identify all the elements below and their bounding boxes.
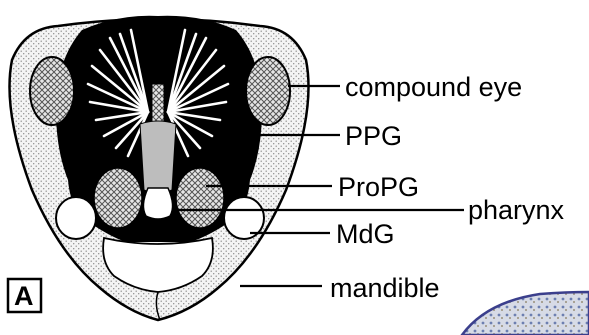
label-pharynx: pharynx: [468, 195, 565, 225]
label-mdg: MdG: [336, 219, 395, 249]
compound-eye-left: [30, 57, 74, 125]
adjacent-panel-fragment: [462, 292, 589, 335]
propg-left: [94, 168, 142, 228]
propg-right: [176, 168, 224, 228]
label-propg: ProPG: [338, 172, 419, 202]
panel-letter: A: [14, 281, 34, 311]
label-mandible: mandible: [330, 273, 440, 303]
label-compound-eye: compound eye: [345, 72, 522, 102]
label-ppg: PPG: [345, 121, 402, 151]
mdg-left: [56, 197, 96, 239]
compound-eye-right: [246, 57, 290, 125]
pharynx: [143, 188, 172, 219]
